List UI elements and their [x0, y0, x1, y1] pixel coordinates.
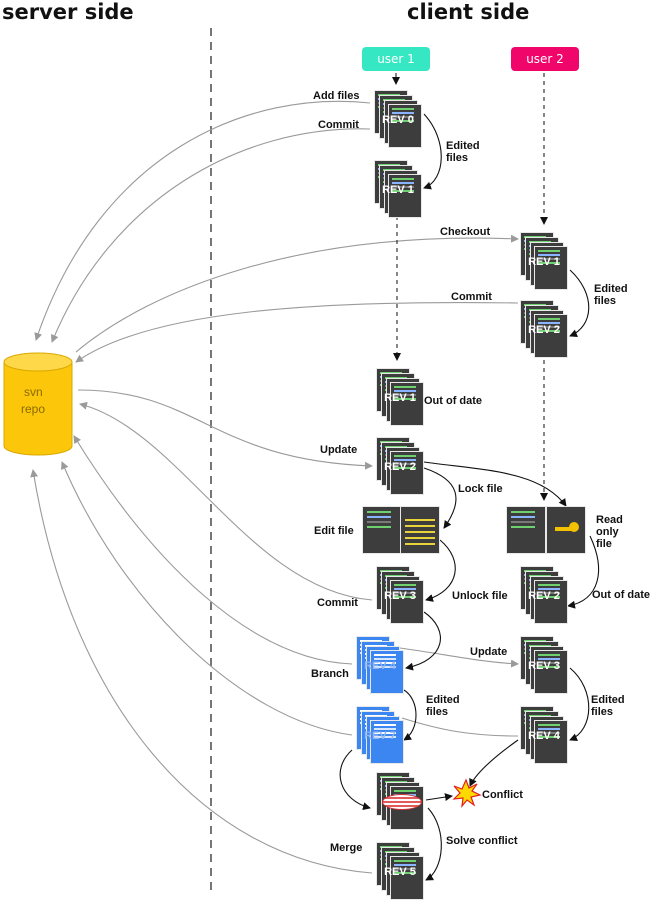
user1-locked-file-doc: [400, 506, 440, 554]
label-commit-3: Commit: [317, 597, 358, 609]
label-edited-files-3: Edited files: [426, 694, 460, 718]
label-update-1: Update: [320, 444, 358, 456]
user2-rev3-doc: REV 3: [520, 636, 568, 694]
user1-rev3-doc: REV 3: [376, 566, 424, 624]
label-edit-file: Edit file: [314, 525, 354, 537]
label-edited-files-2: Edited files: [594, 283, 628, 307]
label-out-of-date-1: Out of date: [424, 395, 483, 407]
user1-rev1-outdated-doc: REV 1: [376, 368, 424, 426]
label-lock-file: Lock file: [458, 483, 503, 495]
arrow-rev2-lock: [423, 467, 457, 529]
label-read-only-file: Read only file: [596, 514, 623, 550]
user1-rev2-doc: REV 2: [376, 437, 424, 495]
arrow-rev7-to-repo: [61, 461, 353, 736]
repo-label-line1: svn: [24, 385, 43, 399]
arrow-commit-2: [75, 301, 519, 363]
user1-rev0-doc: REV 0: [374, 90, 422, 148]
server-side-heading: server side: [2, 0, 134, 24]
label-branch: Branch: [311, 668, 349, 680]
arrow-rev2-readonly: [423, 461, 567, 507]
user2-readonly-file-doc: [506, 506, 546, 554]
label-merge: Merge: [330, 842, 363, 854]
arrow-add-files: [34, 100, 371, 341]
arrow-solve-conflict: [425, 807, 442, 881]
svn-repo-cylinder: [3, 352, 73, 456]
label-unlock-file: Unlock file: [452, 590, 508, 602]
user2-rev2-doc: REV 2: [520, 300, 568, 358]
arrow-commit-3: [79, 401, 373, 601]
label-update-2: Update: [470, 646, 508, 658]
arrow-update-2: [399, 647, 519, 668]
branch-rev4-doc: REV 4: [356, 636, 404, 694]
arrow-readonly-outofdate: [567, 535, 600, 609]
user2-badge: user 2: [511, 47, 579, 71]
arrow-commit-1: [50, 128, 371, 343]
label-commit-1: Commit: [318, 119, 359, 131]
arrow-rev4-to-rev7: [401, 717, 519, 737]
arrow-checkout: [75, 234, 519, 353]
user2-rev1-doc: REV 1: [520, 232, 568, 290]
key-icon: [555, 527, 571, 531]
arrow-branch: [73, 435, 353, 665]
label-conflict: Conflict: [482, 789, 523, 801]
arrow-edit-rev4-rev7: [403, 689, 417, 741]
arrow-to-conflict: [425, 793, 453, 802]
label-edited-files-1: Edited files: [446, 140, 480, 164]
repo-label-line2: repo: [21, 402, 46, 416]
arrow-edit-u2-3-4: [569, 667, 590, 741]
arrow-unlock: [425, 539, 456, 602]
user1-edit-file-doc: [362, 506, 402, 554]
user2-rev4-doc: REV 4: [520, 706, 568, 764]
conflict-marker-icon: [382, 794, 422, 810]
arrow-rev7-conflict: [339, 749, 371, 811]
label-checkout: Checkout: [440, 226, 491, 238]
label-commit-2: Commit: [451, 291, 492, 303]
branch-rev7-doc: REV 7: [356, 706, 404, 764]
arrow-edit-u2-1-2: [569, 269, 590, 337]
user2-rev2-outdated-doc: REV 2: [520, 566, 568, 624]
label-add-files: Add files: [313, 90, 360, 102]
arrow-update-1: [77, 389, 373, 470]
conflict-doc: [376, 772, 424, 830]
client-side-heading: client side: [407, 0, 530, 24]
label-solve-conflict: Solve conflict: [446, 835, 518, 847]
arrow-rev4-conflict: [469, 739, 519, 787]
conflict-burst-icon: [452, 778, 482, 808]
label-edited-files-4: Edited files: [591, 694, 625, 718]
arrow-merge: [30, 469, 373, 874]
user1-badge: user 1: [362, 47, 430, 71]
user1-rev1-doc: REV 1: [374, 160, 422, 218]
label-out-of-date-2: Out of date: [592, 589, 651, 601]
arrow-rev3-rev4: [405, 611, 441, 671]
user2-key-file-doc: [546, 506, 586, 554]
arrow-edit-0-1: [423, 113, 442, 190]
user1-rev5-doc: REV 5: [376, 842, 424, 900]
